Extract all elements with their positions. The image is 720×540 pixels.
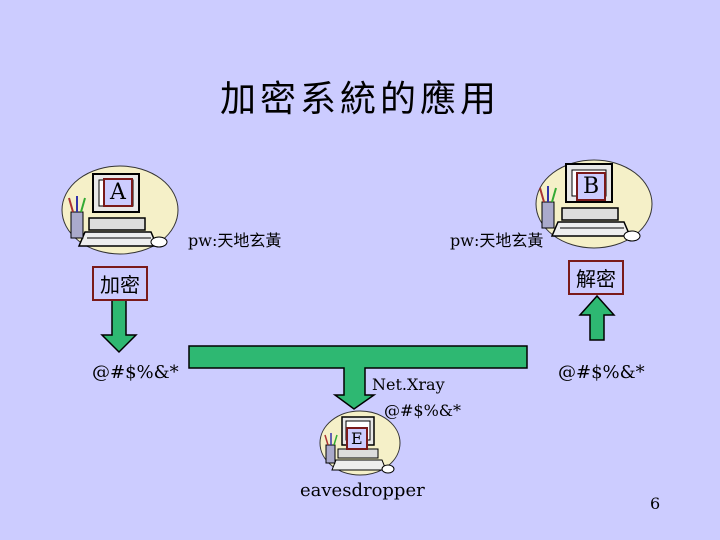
decrypt-up-arrow <box>578 294 616 341</box>
password-b: pw:天地玄黃 <box>450 231 544 250</box>
cipher-text-left: @#$%&* <box>92 362 179 383</box>
encrypt-down-arrow <box>100 299 138 354</box>
cipher-text-right: @#$%&* <box>558 362 645 383</box>
computer-e-label: E <box>346 427 368 450</box>
cipher-text-eavesdrop: @#$%&* <box>384 401 462 420</box>
network-channel <box>188 345 528 410</box>
computer-a-label: A <box>103 178 133 207</box>
password-a: pw:天地玄黃 <box>188 231 282 250</box>
encrypt-label: 加密 <box>92 266 148 301</box>
eavesdropper-label: eavesdropper <box>300 480 425 501</box>
slide-title: 加密系統的應用 <box>219 79 500 120</box>
computer-e-icon <box>319 410 401 476</box>
page-number: 6 <box>650 494 661 513</box>
tool-name: Net.Xray <box>372 375 445 394</box>
decrypt-label: 解密 <box>568 260 624 295</box>
computer-b-label: B <box>576 172 607 201</box>
